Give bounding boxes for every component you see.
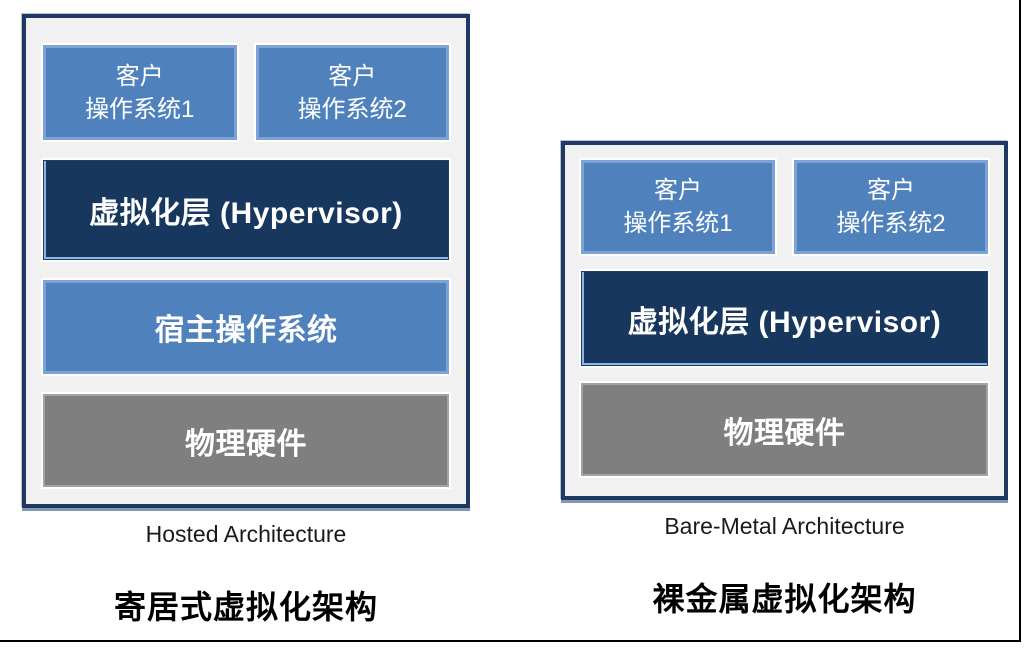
hosted-host-os-layer: 宿主操作系统	[43, 280, 449, 374]
hosted-caption-english: Hosted Architecture	[145, 521, 347, 547]
hosted-guest-os-1-box: 客户 操作系统1	[43, 45, 237, 140]
image-frame-right-edge	[1019, 0, 1021, 642]
bare-metal-guest-os-row: 客户 操作系统1 客户 操作系统2	[581, 160, 988, 254]
hosted-guest-os-2-box: 客户 操作系统2	[255, 45, 449, 140]
hosted-guest-os-row: 客户 操作系统1 客户 操作系统2	[43, 45, 449, 140]
bare-metal-hypervisor-layer: 虚拟化层 (Hypervisor)	[581, 271, 988, 366]
bare-metal-stack-container: 客户 操作系统1 客户 操作系统2 虚拟化层 (Hypervisor) 物理硬件	[561, 141, 1008, 500]
hosted-hardware-layer: 物理硬件	[43, 394, 449, 487]
hosted-stack-container: 客户 操作系统1 客户 操作系统2 虚拟化层 (Hypervisor) 宿主操作…	[22, 14, 470, 508]
bare-metal-hardware-layer: 物理硬件	[581, 383, 988, 476]
image-frame-bottom-edge	[0, 640, 1021, 642]
hosted-caption-chinese: 寄居式虚拟化架构	[113, 589, 378, 625]
hosted-architecture-panel: 客户 操作系统1 客户 操作系统2 虚拟化层 (Hypervisor) 宿主操作…	[22, 14, 470, 628]
bare-metal-caption-english: Bare-Metal Architecture	[664, 513, 905, 539]
bare-metal-guest-os-2-box: 客户 操作系统2	[794, 160, 988, 254]
hosted-hypervisor-layer: 虚拟化层 (Hypervisor)	[43, 160, 449, 260]
bare-metal-architecture-panel: 客户 操作系统1 客户 操作系统2 虚拟化层 (Hypervisor) 物理硬件…	[561, 141, 1008, 620]
bare-metal-guest-os-1-box: 客户 操作系统1	[581, 160, 775, 254]
bare-metal-caption-chinese: 裸金属虚拟化架构	[652, 581, 917, 617]
